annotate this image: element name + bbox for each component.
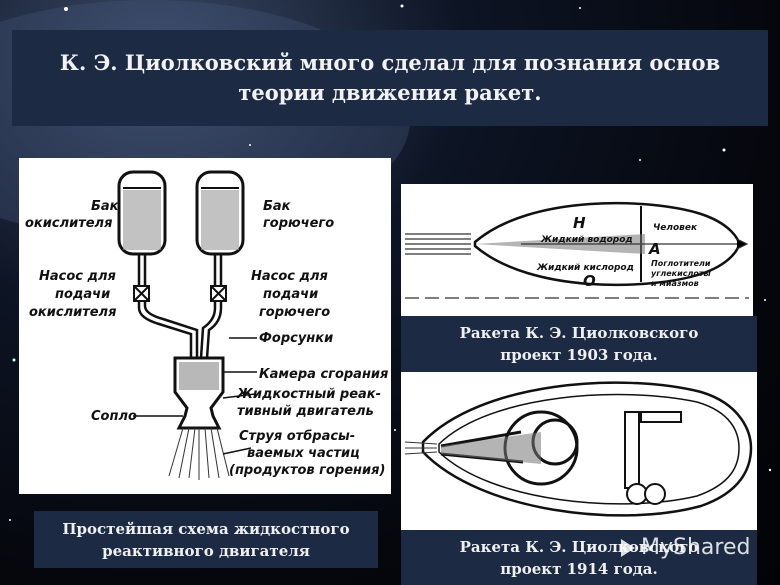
svg-text:подачи: подачи xyxy=(55,287,110,302)
svg-text:окислителя: окислителя xyxy=(29,305,116,320)
svg-text:Сопло: Сопло xyxy=(91,409,137,424)
svg-text:Жидкий водород: Жидкий водород xyxy=(540,235,633,245)
svg-text:тивный двигатель: тивный двигатель xyxy=(237,404,374,419)
caption-line: реактивного двигателя xyxy=(102,541,310,560)
svg-text:и миазмов: и миазмов xyxy=(651,279,699,288)
svg-text:ваемых частиц: ваемых частиц xyxy=(247,446,360,461)
svg-text:Жидкий кислород: Жидкий кислород xyxy=(536,263,634,273)
rocket-1914-caption: Ракета К. Э. Циолковского проект 1914 го… xyxy=(401,530,757,585)
oxidizer-tank-fill xyxy=(123,190,161,250)
play-icon xyxy=(621,538,635,557)
svg-text:Бак: Бак xyxy=(263,199,292,214)
svg-text:Жидкостный реак-: Жидкостный реак- xyxy=(236,387,381,402)
svg-text:Насос для: Насос для xyxy=(39,269,116,284)
caption-line: проект 1914 года. xyxy=(500,559,658,578)
engine-schema-caption: Простейшая схема жидкостного реактивного… xyxy=(34,511,378,568)
slide-title: К. Э. Циолковский много сделал для позна… xyxy=(12,30,768,126)
svg-text:А: А xyxy=(648,240,661,258)
svg-text:Камера сгорания: Камера сгорания xyxy=(259,367,388,382)
svg-text:Насос для: Насос для xyxy=(251,269,328,284)
caption-line: Ракета К. Э. Циолковского xyxy=(459,324,699,342)
rocket-1914-diagram xyxy=(404,381,753,517)
svg-text:Н: Н xyxy=(573,214,586,232)
rocket-1903-panel: Н Жидкий водород Жидкий кислород О А Чел… xyxy=(401,184,753,316)
svg-text:Поглотители: Поглотители xyxy=(651,259,711,268)
svg-text:О: О xyxy=(583,272,596,290)
rocket-1914-panel xyxy=(401,372,757,530)
svg-text:окислителя: окислителя xyxy=(25,216,112,231)
caption-line: Простейшая схема жидкостного xyxy=(62,519,350,538)
watermark-text: MyShared xyxy=(641,535,751,560)
svg-text:углекислоты: углекислоты xyxy=(651,269,711,278)
svg-text:подачи: подачи xyxy=(263,287,318,302)
svg-text:(продуктов горения): (продуктов горения) xyxy=(229,463,385,478)
engine-schema-diagram: Бак окислителя Бак горючего Насос для по… xyxy=(25,170,388,480)
watermark: MyShared xyxy=(621,535,750,560)
svg-text:Струя отбрасы-: Струя отбрасы- xyxy=(239,429,355,444)
svg-text:Человек: Человек xyxy=(653,223,698,233)
svg-text:горючего: горючего xyxy=(263,216,334,231)
caption-line: проект 1903 года. xyxy=(500,346,658,364)
rocket-1903-caption: Ракета К. Э. Циолковского проект 1903 го… xyxy=(401,316,757,372)
rocket-1903-diagram: Н Жидкий водород Жидкий кислород О А Чел… xyxy=(405,201,749,299)
svg-text:Форсунки: Форсунки xyxy=(259,331,333,346)
svg-text:горючего: горючего xyxy=(259,305,330,320)
caption-line: Ракета К. Э. Циолковского xyxy=(459,537,699,556)
engine-schema-panel: Бак окислителя Бак горючего Насос для по… xyxy=(19,158,391,494)
svg-text:Бак: Бак xyxy=(91,199,120,214)
